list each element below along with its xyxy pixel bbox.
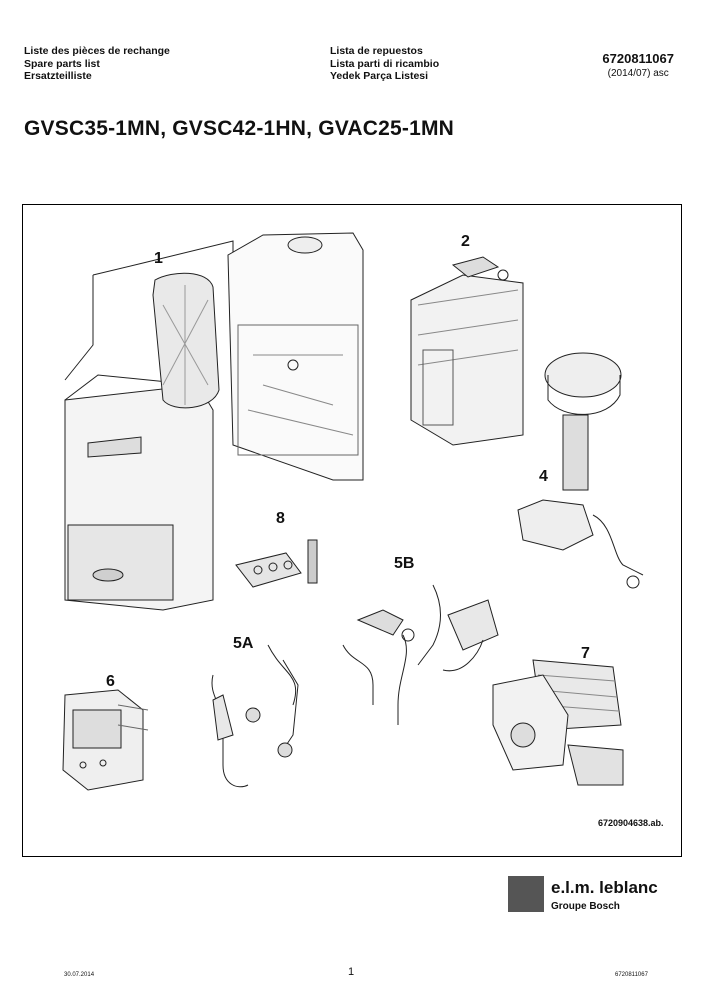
- part-label-1: 1: [154, 250, 163, 267]
- exploded-diagram: 1 2 4 8 5B 5A 6 7 6720904638.ab.: [22, 204, 682, 857]
- header-left-line: Spare parts list: [24, 57, 100, 70]
- brand-group: Groupe Bosch: [551, 901, 620, 912]
- part-label-5b: 5B: [394, 555, 415, 572]
- header-left-titles: Liste des pièces de rechange Spare parts…: [24, 45, 170, 83]
- footer-date: 30.07.2014: [64, 972, 95, 978]
- brand-name: e.l.m. leblanc: [551, 878, 658, 897]
- part-6-control-board-drawing: [62, 689, 149, 791]
- part-1-casing-drawing: [64, 232, 364, 611]
- header-middle-line: Yedek Parça Listesi: [330, 70, 429, 82]
- part-label-6: 6: [106, 673, 115, 690]
- part-label-2: 2: [461, 233, 470, 250]
- page-title: GVSC35-1MN, GVSC42-1HN, GVAC25-1MN: [24, 117, 455, 140]
- header-middle-titles: Lista de repuestos Lista parti di ricamb…: [330, 45, 439, 83]
- document-number: 6720811067: [602, 51, 674, 66]
- document-number-block: 6720811067 (2014/07) asc: [602, 51, 674, 79]
- part-4-fan-drawing: [517, 352, 644, 589]
- brand-logo: e.l.m. leblanc Groupe Bosch: [508, 876, 658, 916]
- part-5b-pipes-drawing: [342, 584, 499, 725]
- part-2-burner-drawing: [410, 256, 524, 446]
- figure-reference: 6720904638.ab.: [598, 818, 664, 828]
- part-5a-pipes-drawing: [211, 644, 299, 788]
- part-7-hydraulic-group-drawing: [492, 659, 624, 786]
- header-left-line: Liste des pièces de rechange: [24, 45, 170, 57]
- part-label-7: 7: [581, 645, 590, 662]
- part-8-seal-kit-drawing: [235, 539, 318, 588]
- header-left-line: Ersatzteilliste: [24, 70, 92, 82]
- part-label-5a: 5A: [233, 635, 254, 652]
- part-label-4: 4: [539, 468, 548, 485]
- diagram-drawing: [62, 232, 644, 791]
- header-middle-line: Lista parti di ricambio: [330, 57, 440, 70]
- document-version: (2014/07) asc: [607, 68, 669, 79]
- header-middle-line: Lista de repuestos: [330, 45, 423, 57]
- leblanc-logo-mark-icon: [508, 876, 544, 912]
- footer-document-number: 6720811067: [615, 972, 648, 978]
- page-number: 1: [348, 966, 355, 978]
- part-label-8: 8: [276, 510, 285, 527]
